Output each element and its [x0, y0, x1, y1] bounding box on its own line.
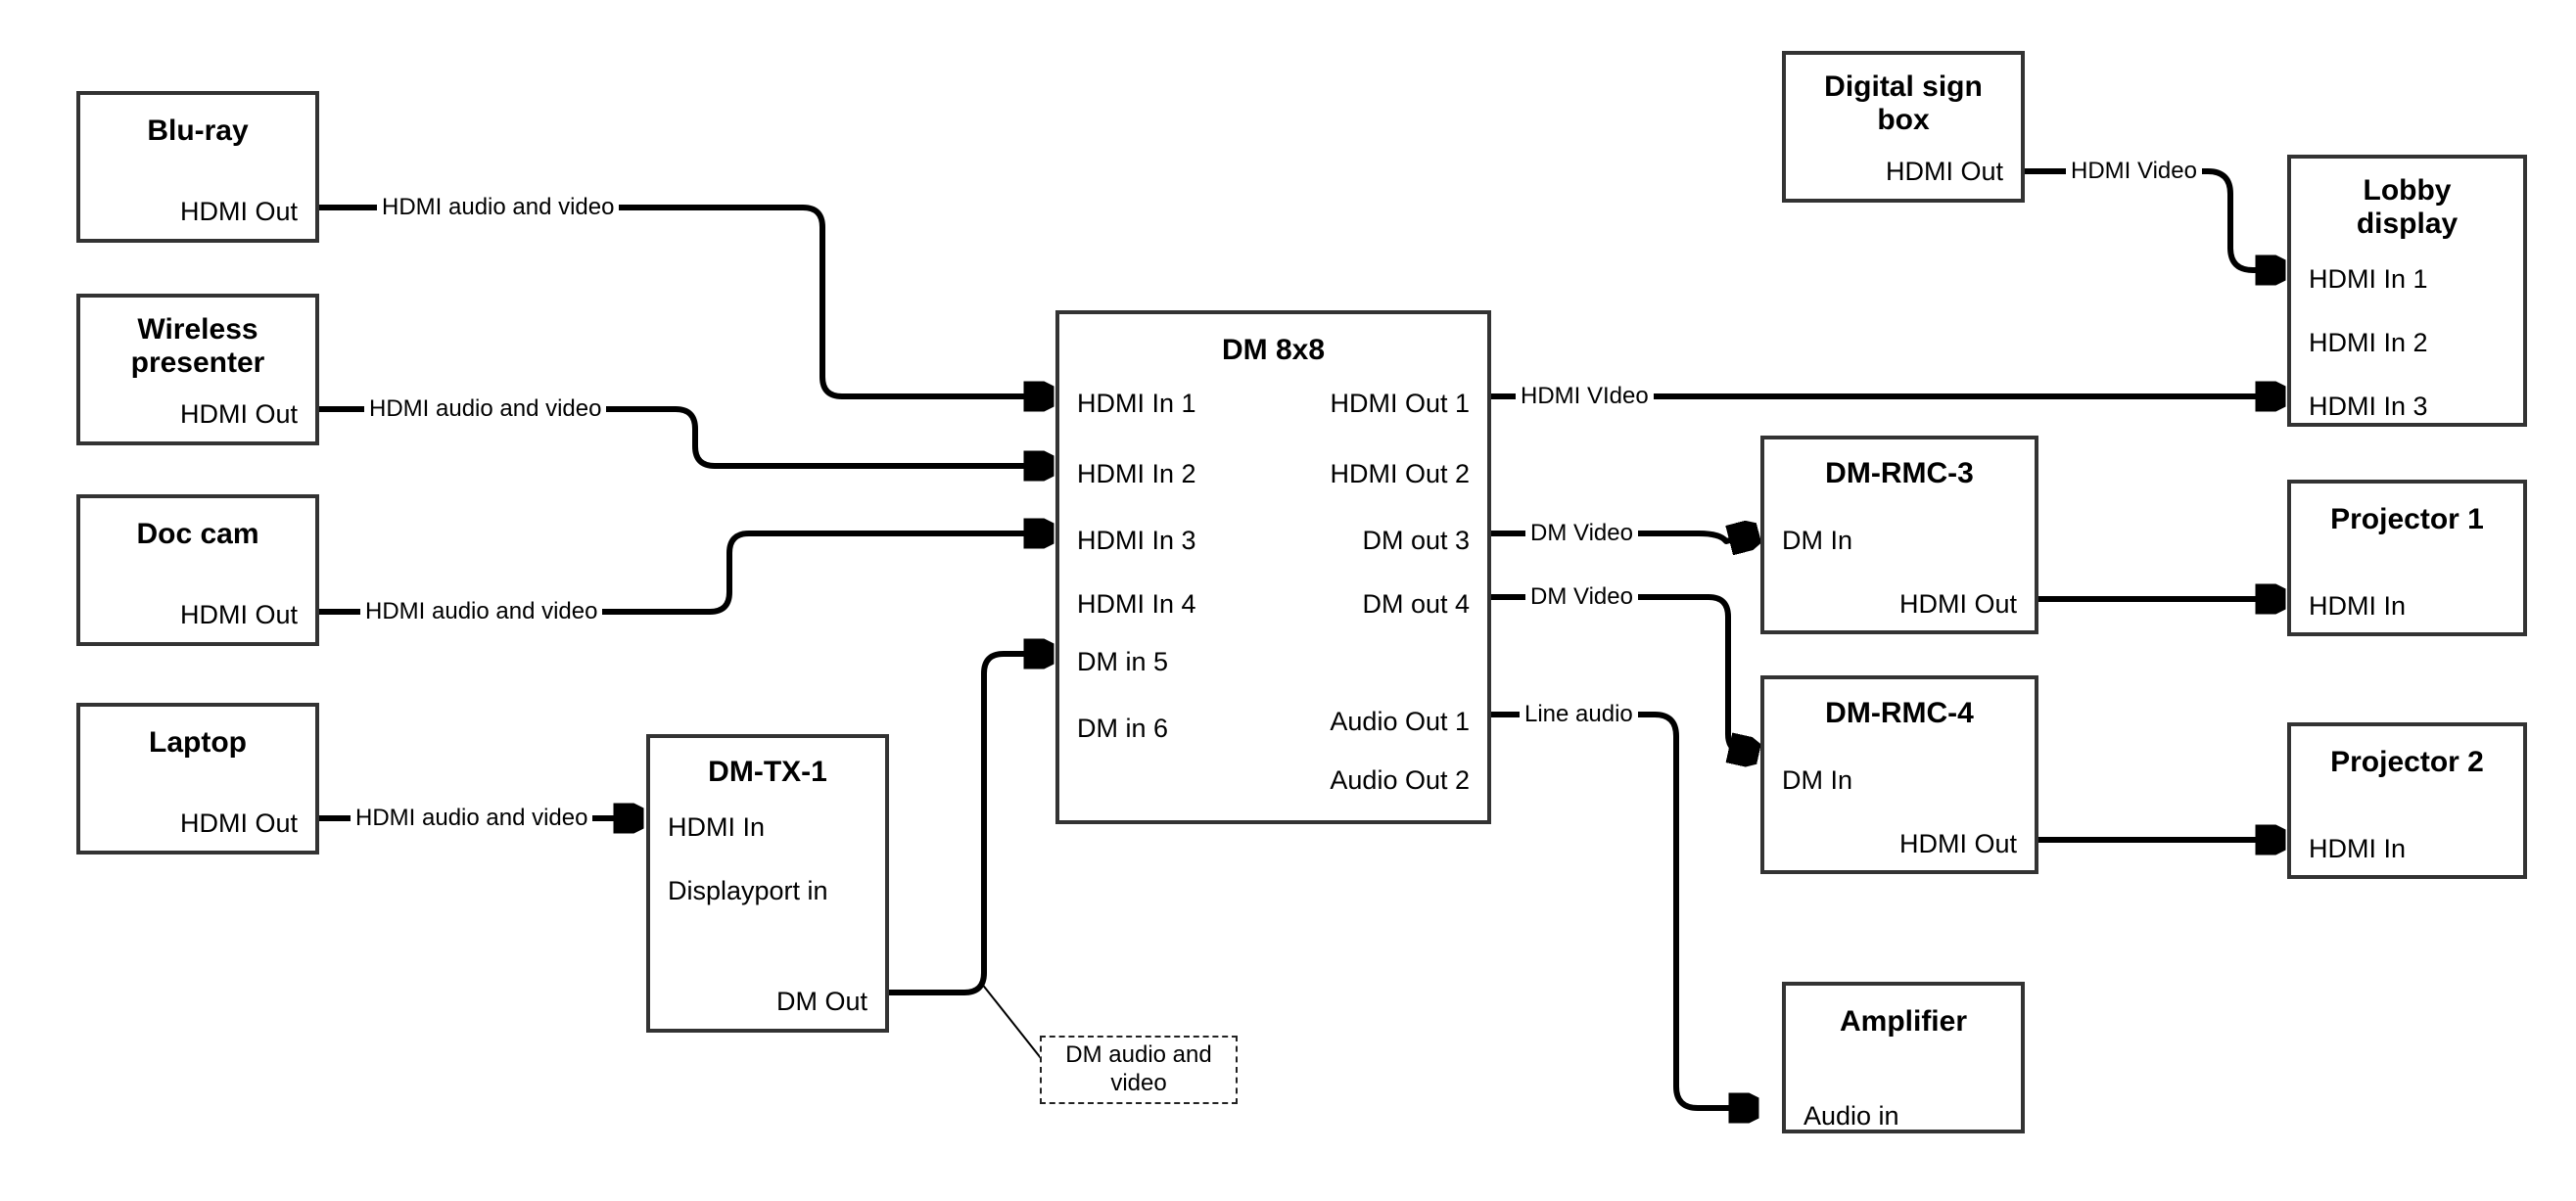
node-dm-rmc-4-port-hdmi-out: HDMI Out — [1898, 829, 2017, 858]
node-dm-8x8-output-hdmi-out-1: HDMI Out 1 — [1330, 389, 1470, 418]
edge-label-bluray-to-dm: HDMI audio and video — [377, 196, 620, 219]
node-digital-sign-box[interactable]: Digital sign box HDMI Out — [1782, 51, 2025, 203]
node-lobby-display[interactable]: Lobby display HDMI In 1 HDMI In 2 HDMI I… — [2287, 155, 2527, 427]
node-dm-8x8-title: DM 8x8 — [1221, 334, 1326, 366]
wire-bluray-to-dm-hdmi-in-1 — [318, 205, 1052, 396]
node-dm-rmc-4-port-dm-in: DM In — [1782, 765, 1853, 795]
node-dm-8x8-output-audio-out-2: Audio Out 2 — [1330, 765, 1470, 795]
node-dm-8x8-output-dm-out-4: DM out 4 — [1362, 589, 1470, 619]
node-dm-8x8-output-hdmi-out-2: HDMI Out 2 — [1330, 459, 1470, 488]
wire-digitalsign-to-lobby-hdmi-in-1 — [2022, 168, 2283, 270]
node-dm-tx-1-port-dm-out: DM Out — [775, 987, 867, 1016]
node-dm-8x8-input-hdmi-in-4: HDMI In 4 — [1077, 589, 1196, 619]
node-laptop-port-hdmi-out: HDMI Out — [179, 808, 298, 838]
note-dm-audio-and-video: DM audio and video — [1040, 1036, 1238, 1104]
node-dm-rmc-4[interactable]: DM-RMC-4 DM In HDMI Out — [1760, 675, 2038, 874]
node-doc-cam[interactable]: Doc cam HDMI Out — [76, 494, 319, 646]
node-laptop[interactable]: Laptop HDMI Out — [76, 703, 319, 855]
node-amplifier[interactable]: Amplifier Audio in — [1782, 982, 2025, 1133]
node-dm-8x8-input-hdmi-in-1: HDMI In 1 — [1077, 389, 1196, 418]
node-dm-8x8-output-audio-out-1: Audio Out 1 — [1330, 707, 1470, 736]
node-dm-rmc-3-port-hdmi-out: HDMI Out — [1898, 589, 2017, 619]
node-dm-rmc-3-port-dm-in: DM In — [1782, 526, 1853, 555]
node-projector-1-port-hdmi-in: HDMI In — [2309, 591, 2407, 621]
node-projector-2[interactable]: Projector 2 HDMI In — [2287, 722, 2527, 879]
node-projector-2-title: Projector 2 — [2330, 746, 2484, 778]
leader-line-dm-audio-and-video — [980, 982, 1042, 1059]
node-digital-sign-box-port-hdmi-out: HDMI Out — [1885, 157, 2003, 186]
node-dm-tx-1-port-hdmi-in: HDMI In — [668, 812, 766, 842]
node-dm-8x8-input-hdmi-in-2: HDMI In 2 — [1077, 459, 1196, 488]
edge-label-dm-hdmiout1-to-lobby: HDMI VIdeo — [1516, 385, 1654, 408]
edge-label-digitalsign-to-lobby: HDMI Video — [2066, 160, 2202, 183]
node-doc-cam-title: Doc cam — [136, 518, 259, 550]
node-dm-rmc-3[interactable]: DM-RMC-3 DM In HDMI Out — [1760, 436, 2038, 634]
edge-label-dm-out3-to-rmc3: DM Video — [1525, 522, 1638, 545]
node-dm-tx-1-title: DM-TX-1 — [708, 756, 827, 788]
wire-dm-out4-to-rmc4 — [1491, 594, 1756, 754]
node-projector-2-port-hdmi-in: HDMI In — [2309, 834, 2407, 863]
edge-label-dm-audioout1-to-amplifier: Line audio — [1520, 703, 1638, 726]
node-dm-tx-1[interactable]: DM-TX-1 HDMI In Displayport in DM Out — [646, 734, 889, 1033]
wire-dmtx-out-to-dm-in-5 — [889, 654, 1052, 995]
node-doc-cam-port-hdmi-out: HDMI Out — [179, 600, 298, 629]
node-laptop-title: Laptop — [149, 726, 247, 759]
node-amplifier-title: Amplifier — [1839, 1005, 1968, 1038]
node-lobby-display-input-hdmi-in-3: HDMI In 3 — [2309, 392, 2428, 421]
node-wireless-presenter[interactable]: Wireless presenter HDMI Out — [76, 294, 319, 445]
edge-label-wireless-to-dm: HDMI audio and video — [364, 397, 607, 421]
node-dm-8x8-input-dm-in-6: DM in 6 — [1077, 714, 1169, 743]
edge-label-doccam-to-dm: HDMI audio and video — [360, 600, 603, 624]
node-dm-8x8-output-dm-out-3: DM out 3 — [1362, 526, 1470, 555]
node-dm-8x8[interactable]: DM 8x8 HDMI In 1 HDMI In 2 HDMI In 3 HDM… — [1055, 310, 1491, 824]
node-lobby-display-input-hdmi-in-1: HDMI In 1 — [2309, 264, 2428, 294]
edge-label-laptop-to-dmtx: HDMI audio and video — [351, 807, 593, 830]
node-blu-ray-title: Blu-ray — [147, 115, 249, 147]
node-lobby-display-title: Lobby display — [2356, 174, 2459, 240]
node-projector-1[interactable]: Projector 1 HDMI In — [2287, 480, 2527, 636]
node-wireless-presenter-title: Wireless presenter — [130, 313, 265, 379]
edge-label-dm-out4-to-rmc4: DM Video — [1525, 585, 1638, 609]
node-dm-8x8-input-dm-in-5: DM in 5 — [1077, 647, 1169, 676]
node-dm-8x8-input-hdmi-in-3: HDMI In 3 — [1077, 526, 1196, 555]
node-dm-tx-1-port-displayport-in: Displayport in — [668, 876, 828, 905]
node-dm-rmc-3-title: DM-RMC-3 — [1825, 457, 1974, 489]
node-digital-sign-box-title: Digital sign box — [1824, 70, 1983, 136]
node-wireless-presenter-port-hdmi-out: HDMI Out — [179, 399, 298, 429]
node-blu-ray[interactable]: Blu-ray HDMI Out — [76, 91, 319, 243]
node-amplifier-port-audio-in: Audio in — [1803, 1101, 1899, 1131]
node-dm-rmc-4-title: DM-RMC-4 — [1825, 697, 1974, 729]
wire-dm-audioout1-to-amplifier — [1491, 712, 1756, 1108]
node-lobby-display-input-hdmi-in-2: HDMI In 2 — [2309, 328, 2428, 357]
node-projector-1-title: Projector 1 — [2330, 503, 2484, 535]
node-blu-ray-port-hdmi-out: HDMI Out — [179, 197, 298, 226]
